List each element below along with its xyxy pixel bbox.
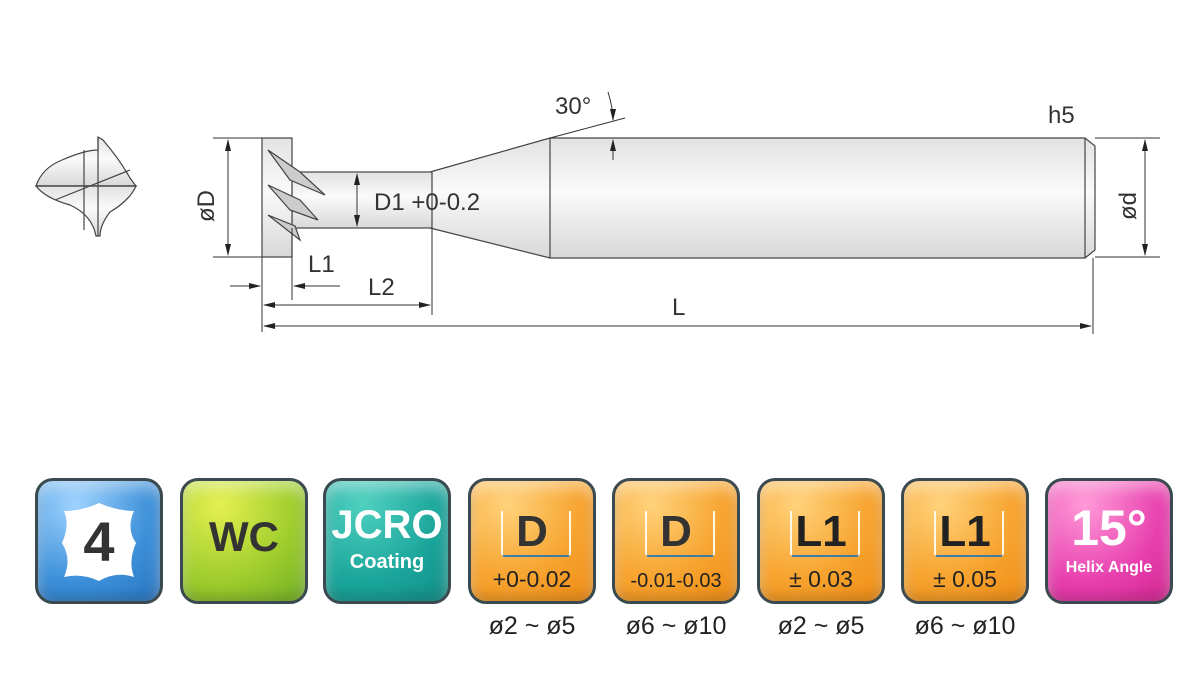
badge-flutes: 4 xyxy=(35,478,163,604)
badge-symbol: D xyxy=(660,507,692,556)
range-label: ø6 ~ ø10 xyxy=(625,612,727,640)
flute-count-icon xyxy=(62,503,136,581)
shank-tolerance-label: h5 xyxy=(1048,102,1075,129)
length-L-label: L xyxy=(672,294,685,321)
tolerance-value: ± 0.03 xyxy=(789,566,853,592)
badge-D-tolerance-small: D +0-0.02 xyxy=(468,478,596,604)
badge-L1-tolerance-small: L1 ± 0.03 xyxy=(757,478,885,604)
badge-helix-angle: 15° Helix Angle xyxy=(1045,478,1173,604)
badge-D-tolerance-large: D -0.01-0.03 xyxy=(612,478,740,604)
length-L2-label: L2 xyxy=(368,274,395,301)
badge-material: WC xyxy=(180,478,308,604)
badge-coating: JCRO Coating xyxy=(323,478,451,604)
angle-label: 30° xyxy=(555,93,591,120)
range-label: ø6 ~ ø10 xyxy=(914,612,1016,640)
material-label: WC xyxy=(209,513,279,560)
tolerance-value: +0-0.02 xyxy=(492,566,572,592)
coating-sub: Coating xyxy=(349,551,425,573)
badge-symbol: D xyxy=(516,507,548,556)
flute-count: 4 xyxy=(83,510,115,573)
length-L1-label: L1 xyxy=(308,251,335,278)
diameter-d-label: ød xyxy=(1115,192,1142,220)
helix-angle-label: Helix Angle xyxy=(1065,559,1153,576)
t-slot-cutter-drawing: 30° h5 øD D1 +0-0.2 ød L1 L2 L xyxy=(34,91,1160,334)
range-label: ø2 ~ ø5 xyxy=(488,612,576,640)
badge-L1-tolerance-large: L1 ± 0.05 xyxy=(901,478,1029,604)
coating-name: JCRO xyxy=(331,503,443,547)
end-view xyxy=(34,135,138,237)
tolerance-value: ± 0.05 xyxy=(933,566,997,592)
tool-body xyxy=(261,137,1096,259)
tolerance-value: -0.01-0.03 xyxy=(630,570,722,592)
range-label: ø2 ~ ø5 xyxy=(777,612,865,640)
diameter-D-label: øD xyxy=(193,190,220,222)
diameter-D1-label: D1 +0-0.2 xyxy=(374,189,480,216)
dimension-lines xyxy=(213,91,1160,334)
badge-symbol: L1 xyxy=(939,507,991,556)
helix-angle-value: 15° xyxy=(1071,500,1147,556)
badge-symbol: L1 xyxy=(795,507,847,556)
